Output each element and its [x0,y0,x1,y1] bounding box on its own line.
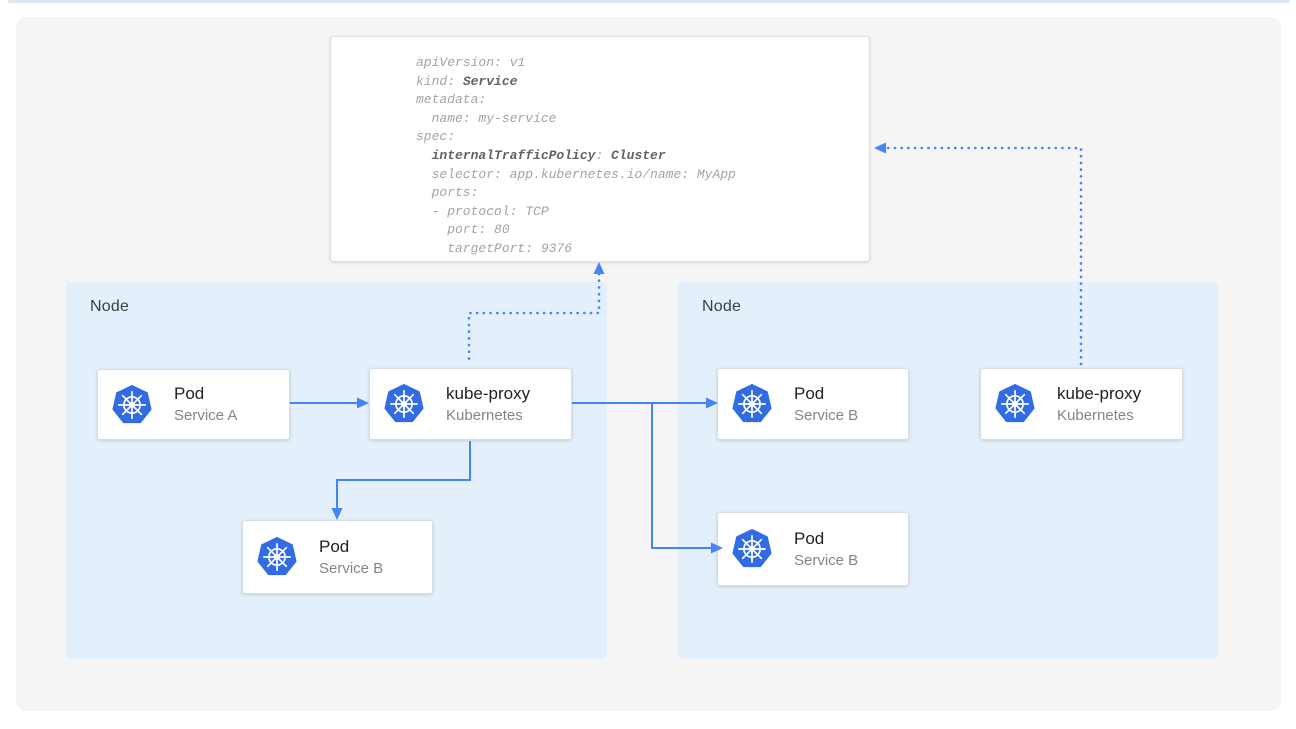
top-accent-bar [8,0,1290,3]
card-subtitle: Service A [174,407,238,424]
yaml-line: kind: Service [416,73,518,89]
kubernetes-icon [995,384,1035,423]
kubernetes-icon [732,384,772,423]
kubernetes-icon [257,537,297,576]
card-subtitle: Kubernetes [446,406,523,424]
card-pod-service-b-right-node-bottom: Pod Service B [717,512,909,586]
kubernetes-icon [384,384,424,423]
yaml-line: targetPort: 9376 [416,240,573,256]
card-pod-service-b-right-node-top: Pod Service B [717,368,909,440]
yaml-line: name: my-service [416,110,557,126]
yaml-line-internal-traffic-policy: internalTrafficPolicy: Cluster [431,147,666,163]
yaml-line: ports: [416,185,479,201]
card-title: Pod [174,384,205,403]
yaml-line: - protocol: TCP [416,203,549,219]
yaml-line: port: 80 [416,222,510,238]
card-title: Pod [319,536,350,556]
card-subtitle: Kubernetes [1057,406,1134,424]
card-title: Pod [794,383,825,403]
yaml-line: apiVersion: v1 [416,55,526,70]
node-box-left: Node [66,282,607,659]
card-title: kube-proxy [1057,383,1142,403]
card-kube-proxy-right: kube-proxy Kubernetes [980,368,1183,440]
card-subtitle: Service B [794,406,859,424]
kubernetes-icon [732,529,772,568]
card-kube-proxy-left: kube-proxy Kubernetes [369,368,572,440]
node-label: Node [90,298,130,315]
service-yaml-card: apiVersion: v1 kind: Service metadata: n… [330,36,870,262]
card-title: Pod [794,528,825,548]
card-title: kube-proxy [446,383,531,403]
yaml-line: selector: app.kubernetes.io/name: MyApp [416,166,736,182]
yaml-line: metadata: [416,92,487,108]
kubernetes-icon [112,384,152,423]
yaml-line: spec: [416,129,456,145]
node-box-right: Node [678,282,1218,659]
card-subtitle: Service B [794,551,859,569]
node-label: Node [702,298,742,315]
card-pod-service-a: Pod Service A [97,369,290,440]
card-pod-service-b-left-node: Pod Service B [242,520,433,594]
card-subtitle: Service B [319,559,384,577]
